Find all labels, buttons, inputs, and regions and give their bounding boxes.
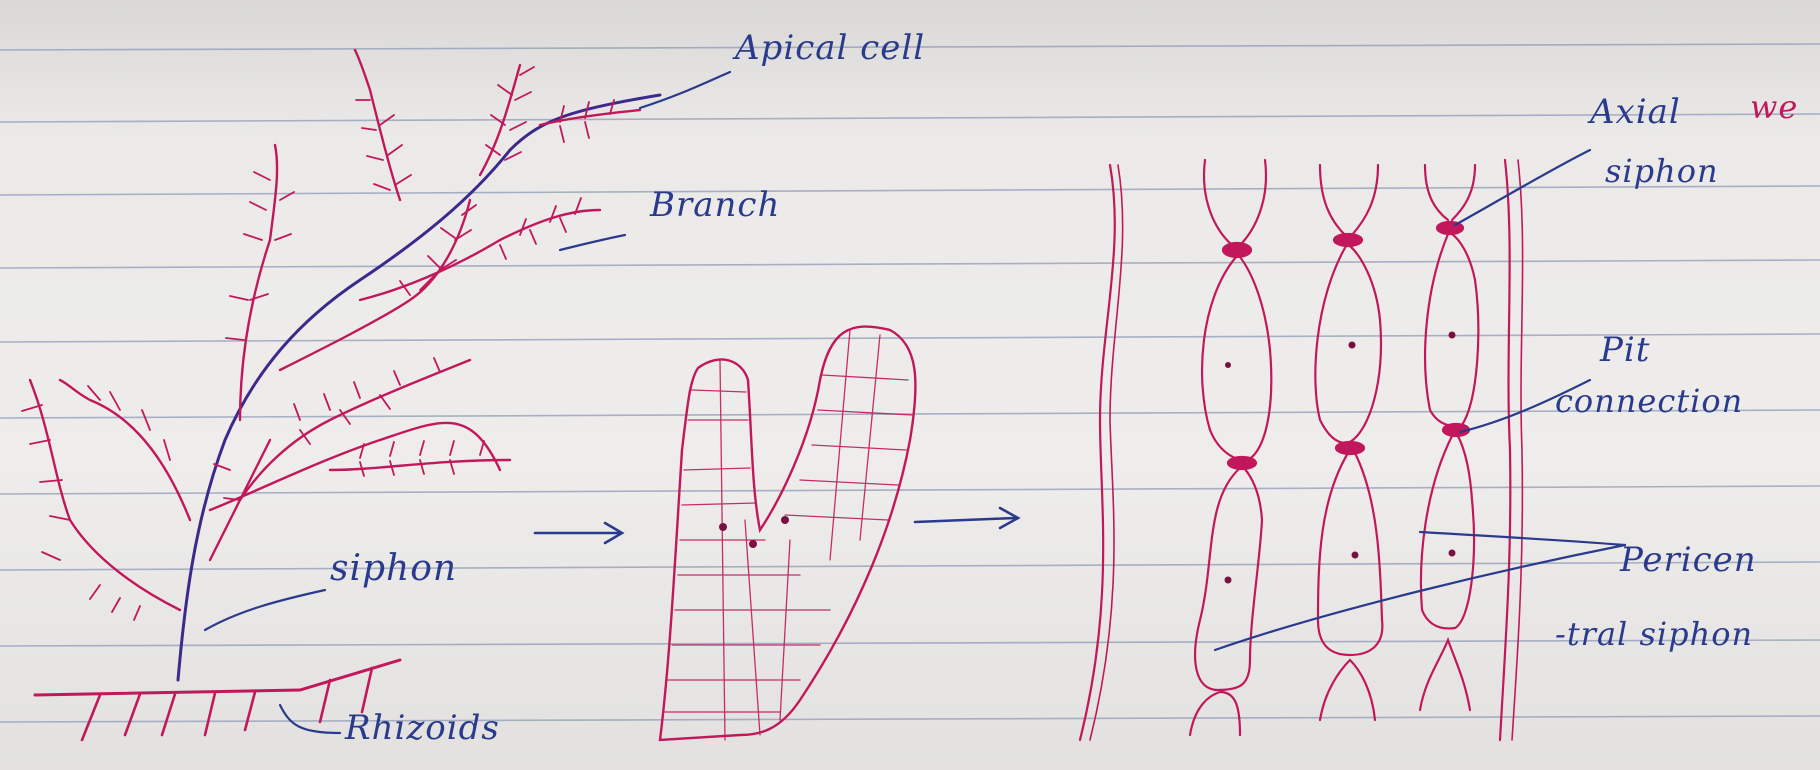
arrow-to-siphons xyxy=(915,508,1018,528)
cortex-section-sketch xyxy=(535,327,1018,740)
apical-cell-leader xyxy=(640,72,730,108)
siphon-chain-1 xyxy=(1190,160,1271,735)
arrow-to-section xyxy=(535,523,622,543)
label-axial-siphon-1: Axial xyxy=(1590,92,1681,132)
label-pericentral-1: Pericen xyxy=(1620,540,1757,580)
section-outline xyxy=(660,327,915,740)
rhizoid-base xyxy=(35,660,400,695)
label-branch: Branch xyxy=(650,185,780,225)
pericentral-filament xyxy=(1500,160,1510,740)
label-apical-cell: Apical cell xyxy=(735,28,925,68)
siphon-chains xyxy=(1080,160,1523,740)
label-margin-fragment: we xyxy=(1750,88,1798,126)
label-pit-connection-1: Pit xyxy=(1600,330,1650,370)
outer-filament xyxy=(1080,165,1115,740)
siphon-leader xyxy=(205,590,325,630)
branch-leader xyxy=(560,235,625,250)
label-siphon: siphon xyxy=(330,548,457,589)
ruled-lines xyxy=(0,44,1820,722)
thallus-sketch xyxy=(22,50,660,740)
siphon-chain-3 xyxy=(1420,165,1478,710)
siphon-chain-2 xyxy=(1315,165,1382,720)
label-rhizoids: Rhizoids xyxy=(345,708,500,748)
branches xyxy=(30,50,640,610)
branchlets xyxy=(22,67,614,620)
label-pericentral-2: -tral siphon xyxy=(1555,615,1753,653)
main-axis xyxy=(178,95,660,680)
rhizoid-strands xyxy=(82,668,372,740)
label-axial-siphon-2: siphon xyxy=(1605,152,1719,190)
label-pit-connection-2: connection xyxy=(1555,382,1743,420)
rhizoids-leader xyxy=(280,705,340,733)
